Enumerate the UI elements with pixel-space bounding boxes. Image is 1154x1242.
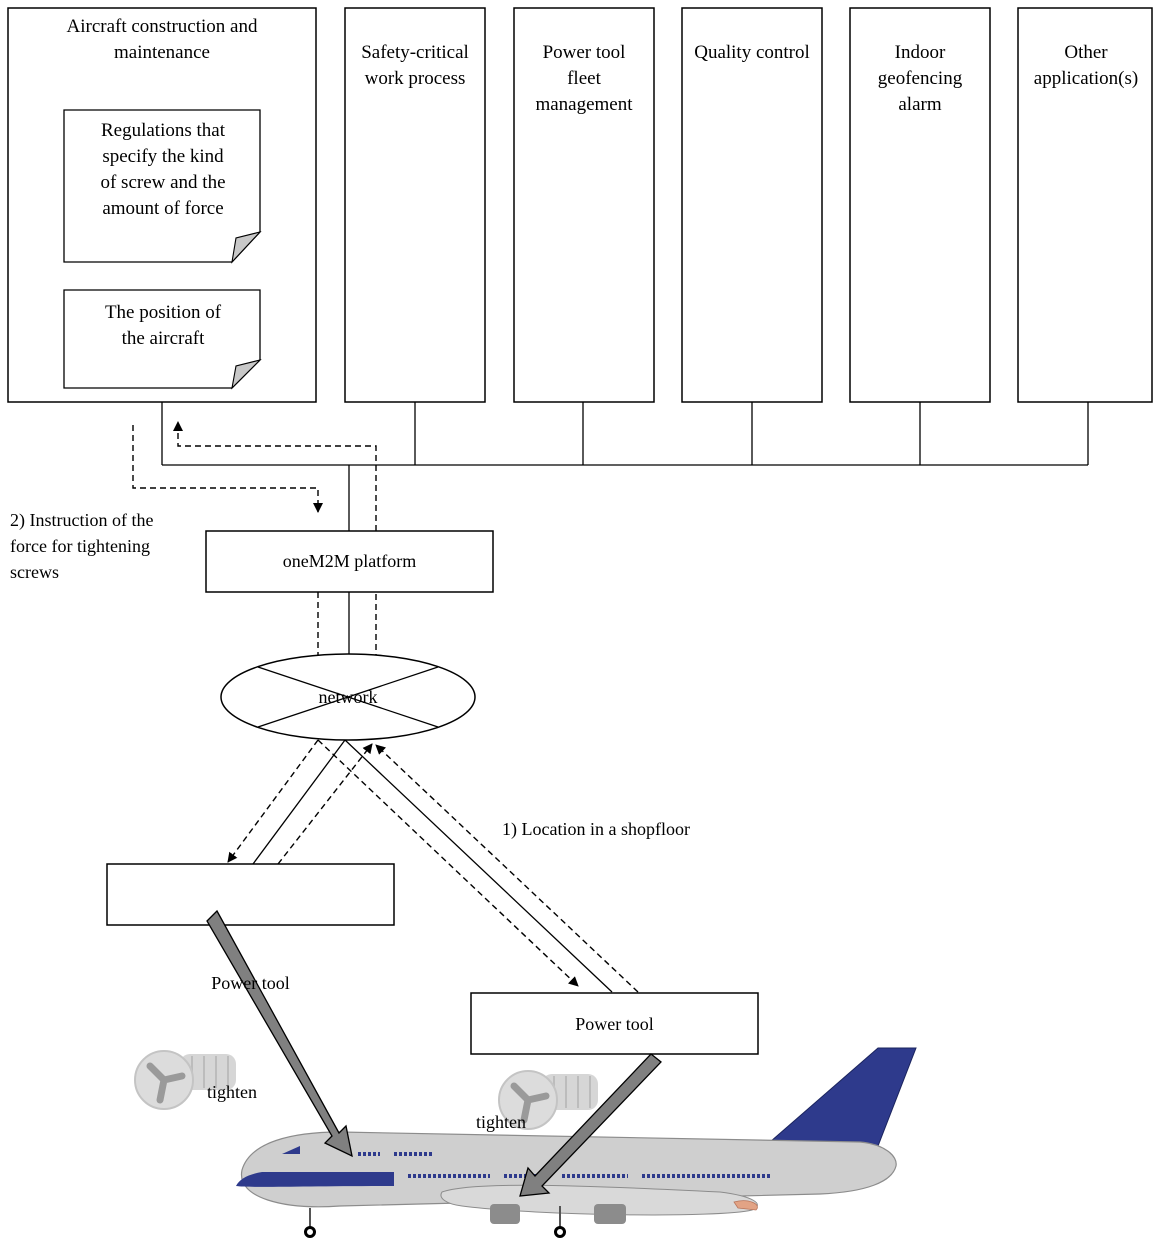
- screw-icon-left: [134, 1050, 236, 1110]
- tighten-label-right: tighten: [476, 1112, 526, 1132]
- tighten-arrow-left: [206, 909, 353, 1158]
- document-regulations: [63, 109, 262, 264]
- app-box-quality: [681, 7, 823, 403]
- app-box-safety: [344, 7, 486, 403]
- application-bus: [161, 402, 1089, 660]
- power-tool-box-right: [470, 992, 759, 1055]
- tool-dashed-links: [227, 739, 639, 993]
- power-tool-label-right: Power tool: [575, 1014, 654, 1034]
- location-annotation: 1) Location in a shopfloor: [502, 819, 690, 839]
- app-box-geofence: [849, 7, 991, 403]
- app-title-fleet: Power tool fleet management: [535, 42, 633, 115]
- app-box-fleet: [513, 7, 655, 403]
- app-box-other: [1017, 7, 1153, 403]
- location-dashed-path-up: [173, 421, 377, 660]
- instruction-annotation: 2) Instruction of the force for tighteni…: [10, 510, 154, 582]
- airplane-illustration: [236, 1047, 917, 1238]
- network-label: network: [318, 687, 378, 707]
- network-node: [220, 653, 476, 741]
- screw-icon-right: [498, 1070, 598, 1130]
- tighten-arrow-right: [519, 1053, 662, 1197]
- app-title-geofence: Indoor geofencing alarm: [877, 42, 963, 115]
- platform-label: oneM2M platform: [282, 551, 417, 571]
- platform-box: [205, 530, 494, 593]
- app-title-aircraft: Aircraft construction and maintenance: [66, 16, 258, 63]
- tool-links: [252, 739, 613, 993]
- app-title-other: Other application(s): [1033, 42, 1139, 89]
- instruction-dashed-path: [132, 425, 323, 660]
- document-position-text: The position of the aircraft: [104, 302, 222, 349]
- tighten-label-left: tighten: [207, 1082, 257, 1102]
- app-title-safety: Safety-critical work process: [361, 42, 469, 89]
- power-tool-label-left: Power tool: [211, 973, 290, 993]
- document-position: [63, 289, 262, 390]
- power-tool-box-left: [106, 863, 395, 926]
- app-title-quality: Quality control: [694, 42, 810, 63]
- document-regulations-text: Regulations that specify the kind of scr…: [100, 120, 226, 219]
